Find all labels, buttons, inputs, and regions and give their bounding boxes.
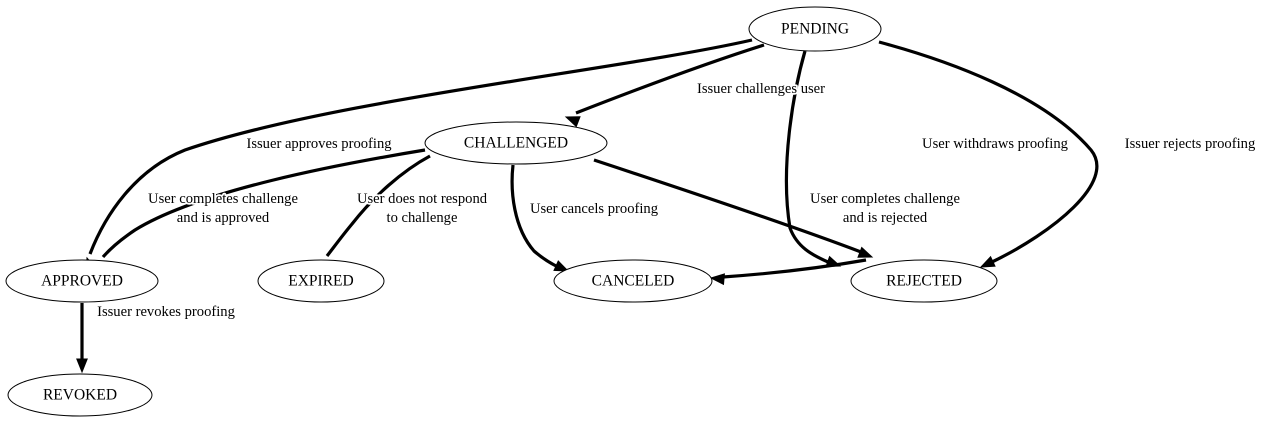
- node-label: PENDING: [781, 21, 849, 38]
- node-ellipse: [748, 6, 882, 52]
- edge-label-text: User withdraws proofing: [922, 136, 1069, 152]
- state-node-canceled[interactable]: CANCELED: [553, 259, 713, 303]
- node-ellipse: [424, 121, 608, 165]
- edge-label-text: User completes challenge: [148, 191, 298, 207]
- edge-label-halo: User does not respond: [357, 191, 488, 207]
- edge-line: [325, 154, 431, 257]
- edge-label-text: Issuer approves proofing: [246, 136, 392, 152]
- edge-line: [722, 258, 867, 279]
- edge-challenged-rejected: [593, 158, 874, 258]
- node-ellipse: [850, 259, 998, 303]
- state-node-challenged[interactable]: CHALLENGED: [424, 121, 608, 165]
- edge-label-text: Issuer revokes proofing: [97, 304, 235, 320]
- state-node-rejected[interactable]: REJECTED: [850, 259, 998, 303]
- edge-line: [101, 148, 426, 259]
- edge-label-halo: User completes challenge: [148, 191, 298, 207]
- edge-line: [88, 38, 753, 255]
- edge-label-halo: and is approved: [177, 210, 270, 226]
- edge-line: [575, 43, 765, 115]
- node-ellipse: [553, 259, 713, 303]
- arrowhead-icon: [564, 116, 581, 128]
- edge-label-text: User completes challenge: [810, 191, 960, 207]
- arrowhead-icon: [979, 255, 996, 268]
- edge-label-halo: Issuer challenges user: [697, 81, 825, 97]
- edge-pending-approved: [85, 38, 753, 273]
- edge-pending-rejected: [878, 40, 1099, 268]
- node-label: APPROVED: [41, 273, 123, 290]
- edge-approved-revoked: [76, 303, 88, 374]
- nodes-layer: PENDING CHALLENGED APPROVED EXPIRED CANCELED…: [5, 6, 998, 417]
- node-label: CHALLENGED: [464, 135, 568, 152]
- node-label: REJECTED: [886, 273, 962, 290]
- edge-label-halo: and is rejected: [843, 210, 928, 226]
- edge-pending-challenged: [564, 43, 765, 128]
- arrowhead-icon: [709, 273, 725, 286]
- edge-line: [784, 50, 829, 264]
- node-label: EXPIRED: [288, 273, 353, 290]
- state-node-revoked[interactable]: REVOKED: [7, 373, 153, 417]
- node-ellipse: [257, 259, 385, 303]
- edge-label-text: User does not respond: [357, 191, 488, 207]
- state-node-approved[interactable]: APPROVED: [5, 259, 159, 303]
- edge-rejected-canceled: [709, 258, 867, 286]
- edge-label-halo: Issuer rejects proofing: [1125, 136, 1256, 152]
- edge-line: [510, 164, 559, 269]
- edge-line: [593, 158, 862, 254]
- state-node-expired[interactable]: EXPIRED: [257, 259, 385, 303]
- edge-label-text: to challenge: [387, 210, 458, 226]
- node-label: CANCELED: [592, 273, 675, 290]
- edge-label-text: Issuer challenges user: [697, 81, 825, 97]
- node-ellipse: [7, 373, 153, 417]
- edge-label-halo: User cancels proofing: [530, 201, 659, 217]
- node-label: REVOKED: [43, 387, 117, 404]
- edge-line: [878, 40, 1099, 264]
- edge-label-text: and is rejected: [843, 210, 928, 226]
- edge-label-halo: User completes challenge: [810, 191, 960, 207]
- edge-label-halo: User withdraws proofing: [922, 136, 1069, 152]
- node-ellipse: [5, 259, 159, 303]
- arrowhead-icon: [553, 260, 570, 272]
- edge-label-halo: Issuer approves proofing: [246, 136, 392, 152]
- edge-label-text: and is approved: [177, 210, 270, 226]
- edge-label-halo: Issuer revokes proofing: [97, 304, 235, 320]
- edge-label-text: Issuer rejects proofing: [1125, 136, 1256, 152]
- edge-challenged-canceled: [510, 164, 570, 272]
- state-node-pending[interactable]: PENDING: [748, 6, 882, 52]
- edge-label-text: User cancels proofing: [530, 201, 659, 217]
- arrowhead-icon: [857, 246, 874, 258]
- arrowhead-icon: [76, 358, 88, 374]
- edge-label-halo: to challenge: [387, 210, 458, 226]
- edges-layer: [76, 38, 1099, 374]
